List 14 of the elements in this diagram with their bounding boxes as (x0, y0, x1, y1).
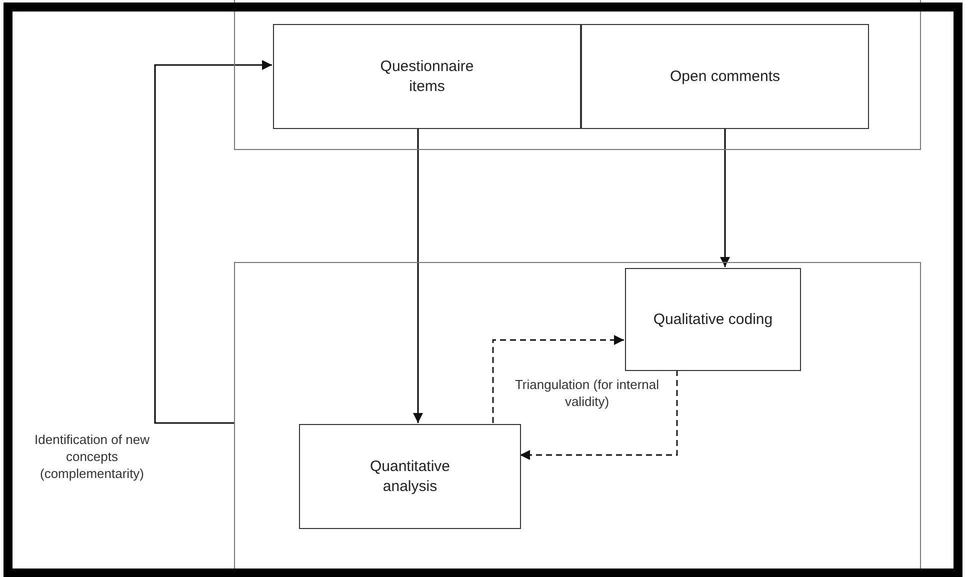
process-box (625, 268, 801, 371)
arrow (154, 60, 272, 424)
process-box (273, 24, 581, 129)
group-panel (234, 0, 921, 150)
node-label: Qualitative coding (653, 310, 773, 330)
node-label: Questionnaire items (379, 57, 475, 96)
process-box (299, 424, 521, 529)
process-box (581, 24, 869, 129)
arrow (492, 335, 624, 423)
node-label: Open comments (670, 66, 780, 86)
arrow (720, 128, 730, 267)
node-label: Quantitative analysis (368, 457, 452, 496)
arrow (520, 370, 678, 460)
arrow (413, 128, 423, 423)
